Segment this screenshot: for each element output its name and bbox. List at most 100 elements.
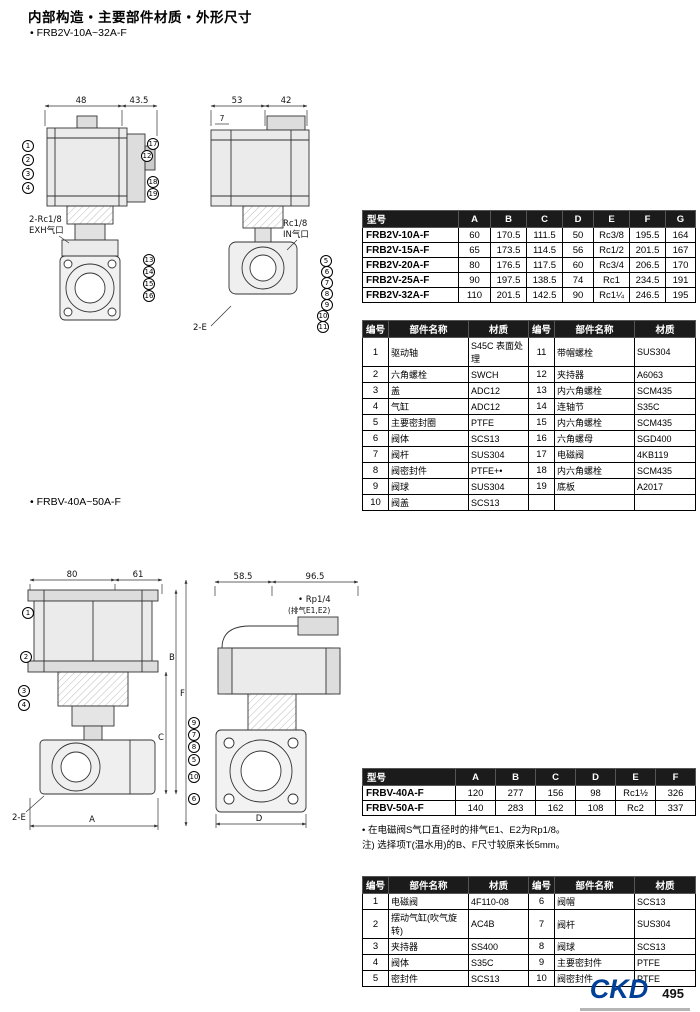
table-cell: SUS304 — [634, 909, 696, 939]
table-cell: 117.5 — [526, 257, 563, 273]
table-cell: SS400 — [468, 938, 529, 955]
table-cell: 17 — [528, 446, 555, 463]
exh-port-label: 2-Rc1/8 — [29, 215, 62, 225]
table-cell: 201.5 — [629, 242, 666, 258]
port-label-2e: 2-E — [12, 813, 26, 823]
column-header: D — [562, 210, 594, 228]
table-cell: 108 — [575, 800, 616, 816]
page-number: 495 — [662, 986, 684, 1001]
table-cell — [554, 494, 635, 511]
table-cell: 201.5 — [490, 287, 527, 303]
table-cell: Rc1/2 — [593, 242, 630, 258]
column-header: 编号 — [528, 876, 555, 894]
table-cell: 5 — [362, 414, 389, 431]
table-cell: PTFE — [634, 970, 696, 987]
table-cell: 110 — [458, 287, 491, 303]
table-cell: 连轴节 — [554, 398, 635, 415]
column-header: 材质 — [468, 320, 529, 338]
callout-7: 7 — [321, 277, 333, 289]
column-header: 材质 — [468, 876, 529, 894]
table-cell: 191 — [665, 272, 696, 288]
table-cell: 密封件 — [388, 970, 469, 987]
table-cell: 盖 — [388, 382, 469, 399]
table-cell: 283 — [495, 800, 536, 816]
table-cell: 6 — [362, 430, 389, 447]
column-header: 部件名称 — [554, 876, 635, 894]
table-cell: A2017 — [634, 478, 696, 495]
solenoid-valve-side — [297, 616, 339, 636]
frb2v-drawing-svg: 48 43.5 2-Rc1/8 — [29, 96, 310, 333]
callout-4: 4 — [18, 699, 30, 711]
table-cell: 90 — [458, 272, 491, 288]
table-cell: Rc3/8 — [593, 227, 630, 243]
callout-9: 9 — [188, 717, 200, 729]
table-cell: 2 — [362, 909, 389, 939]
table-cell: SCS13 — [468, 970, 529, 987]
header-row: 编号部件名称材质编号部件名称材质 — [362, 876, 696, 894]
callout-7: 7 — [188, 729, 200, 741]
table-cell: PTFE — [634, 954, 696, 971]
callout-3: 3 — [18, 685, 30, 697]
column-header: 型号 — [362, 210, 459, 228]
table-cell: A6063 — [634, 366, 696, 383]
dim-label-d: D — [256, 814, 263, 824]
table-cell: 176.5 — [490, 257, 527, 273]
dim-width-80: 80 — [67, 570, 78, 580]
column-header: 材质 — [634, 876, 696, 894]
column-header: C — [535, 768, 576, 786]
table-cell: 六角螺栓 — [388, 366, 469, 383]
table-cell: 56 — [562, 242, 594, 258]
frb2v-side-view: 53 42 7 Rc1/8 IN气口 2-E — [193, 96, 310, 333]
table-cell: 326 — [655, 785, 696, 801]
table-cell: 9 — [362, 478, 389, 495]
callout-19: 19 — [147, 188, 159, 200]
table-cell: 16 — [528, 430, 555, 447]
table-cell: 234.5 — [629, 272, 666, 288]
dim-width-48: 48 — [76, 96, 87, 106]
dim-depth-96-5: 96.5 — [306, 572, 325, 582]
table-cell: ADC12 — [468, 382, 529, 399]
table-cell: 246.5 — [629, 287, 666, 303]
table-cell: 7 — [362, 446, 389, 463]
table-cell: 阀体 — [388, 430, 469, 447]
column-header: E — [593, 210, 630, 228]
solenoid-valve-front — [126, 133, 146, 203]
table-cell: Rc3/4 — [593, 257, 630, 273]
table-cell: 195 — [665, 287, 696, 303]
table-cell: 10 — [528, 970, 555, 987]
table-cell: 电磁阀 — [388, 893, 469, 910]
callout-13: 13 — [143, 254, 155, 266]
column-header: 编号 — [362, 876, 389, 894]
note-option-t: 注) 选择项T(温水用)的B、F尺寸较原来长5mm。 — [362, 840, 566, 851]
table-cell: 电磁阀 — [554, 446, 635, 463]
dim-label-b: B — [169, 653, 175, 663]
series-label-frbv: • FRBV-40A~50A-F — [30, 496, 121, 508]
column-header: 编号 — [528, 320, 555, 338]
table-cell: 阀体 — [388, 954, 469, 971]
table-cell: 50 — [562, 227, 594, 243]
table-cell: 65 — [458, 242, 491, 258]
table-cell: 60 — [458, 227, 491, 243]
callout-1: 1 — [22, 607, 34, 619]
dim-width-43-5: 43.5 — [130, 96, 149, 106]
callout-1: 1 — [22, 140, 34, 152]
page-footer: CKD 495 — [579, 974, 690, 1011]
rp-port-label: • Rp1/4 — [298, 595, 331, 605]
header-row: 编号部件名称材质编号部件名称材质 — [362, 320, 696, 338]
callout-8: 8 — [188, 741, 200, 753]
table-cell: 2 — [362, 366, 389, 383]
dim-label-f: F — [180, 689, 185, 699]
callout-10: 10 — [188, 771, 200, 783]
table-cell: S45C 表面处理 — [468, 337, 529, 367]
